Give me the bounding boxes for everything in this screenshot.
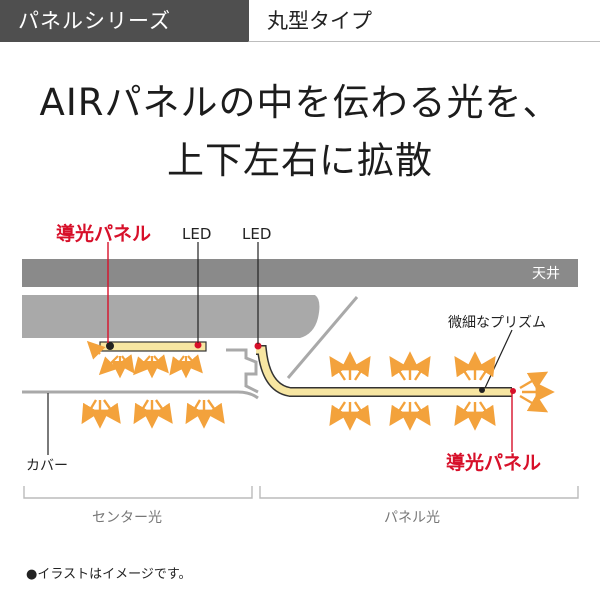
headline-line-1: AIRパネルの中を伝わる光を、 [39,81,561,124]
panel-end-dot [510,388,516,394]
led-label-2: LED [242,225,271,243]
led-dot-right [254,342,262,350]
prism-label: 微細なプリズム [448,315,546,331]
step-bracket [226,348,259,394]
light-panel-label-left: 導光パネル [56,222,151,245]
footnote: ●イラストはイメージです。 [26,567,192,582]
led-label-1: LED [182,225,211,243]
panel-light-bracket [259,486,579,499]
ceiling-bar [22,259,578,287]
tab-round-type[interactable]: 丸型タイプ [248,0,600,42]
arrows-center-light [81,399,225,429]
led-dot-center [194,341,202,349]
light-guide-panel-left [99,341,207,352]
fixture-body [22,295,320,338]
cover-line [22,390,259,400]
light-guide-fill [256,346,512,396]
arrows-left-panel [86,340,203,379]
light-panel-label-right: 導光パネル [446,451,541,474]
ceiling-label: 天井 [532,266,560,282]
led-dot-left [106,342,114,350]
arrows-panel-light [329,351,555,431]
panel-light-label: パネル光 [384,510,440,526]
center-light-bracket [23,486,253,499]
center-light-label: センター光 [92,510,162,526]
leader-prism [484,329,513,389]
tab-panel-series[interactable]: パネルシリーズ [0,0,248,42]
prism-dot [479,387,485,393]
cover-label: カバー [26,458,68,474]
fixture-edge [286,296,359,379]
headline-line-2: 上下左右に拡散 [167,139,433,182]
